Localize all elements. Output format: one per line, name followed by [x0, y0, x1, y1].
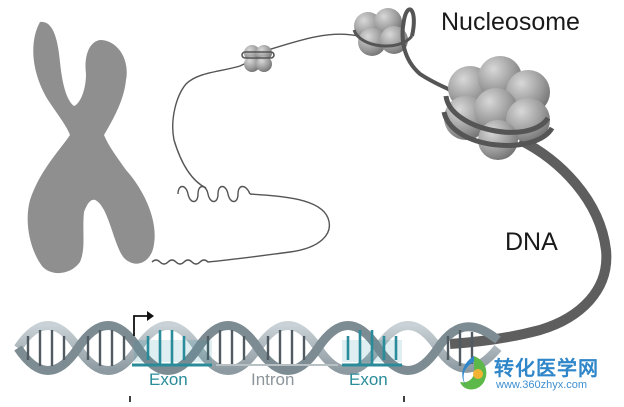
chromatin-strand	[400, 7, 612, 349]
intron-label: Intron	[251, 370, 295, 389]
transcription-start-arrow-icon	[133, 311, 154, 336]
watermark-logo-icon	[460, 356, 487, 390]
nucleosome-medium-icon	[352, 8, 414, 56]
nucleosome-small-icon	[241, 45, 275, 72]
dna-fiber	[151, 33, 359, 265]
chromosome-icon	[27, 21, 155, 274]
watermark-url: www.360zhyx.com	[496, 379, 588, 391]
dna-label: DNA	[505, 228, 558, 256]
nucleosome-icon	[441, 56, 555, 160]
gene-segment-lines	[129, 363, 405, 402]
exon-label-1: Exon	[149, 370, 188, 389]
watermark-title: 转化医学网	[494, 358, 599, 380]
exon-label-2: Exon	[349, 370, 388, 389]
double-helix-icon	[14, 321, 502, 375]
watermark: 转化医学网 www.360zhyx.com	[454, 352, 622, 398]
nucleosome-label: Nucleosome	[441, 8, 580, 36]
